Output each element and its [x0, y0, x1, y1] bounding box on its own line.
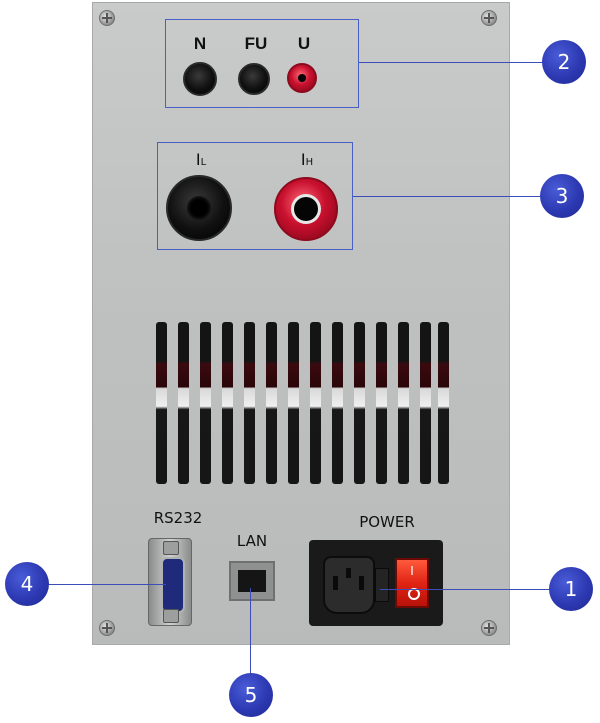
fuse-drawer[interactable]: [375, 568, 389, 602]
voltage-terminal-box: [165, 19, 359, 108]
terminal-label-u: U: [297, 34, 311, 53]
current-terminal-box: [157, 142, 353, 250]
screw-icon: [99, 10, 115, 26]
callout-badge-2: 2: [542, 40, 586, 84]
terminal-label-il: IL: [195, 150, 207, 169]
callout-1-line: [380, 589, 550, 590]
callout-badge-3: 3: [540, 174, 584, 218]
callout-badge-4: 4: [5, 562, 49, 606]
n-terminal-jack[interactable]: [183, 62, 217, 96]
callout-2-line: [359, 62, 543, 63]
terminal-label-n: N: [193, 34, 207, 53]
callout-4-line: [48, 584, 166, 585]
lan-port[interactable]: [229, 561, 275, 601]
screw-icon: [481, 620, 497, 636]
il-terminal-jack[interactable]: [166, 175, 232, 241]
callout-badge-1: 1: [549, 567, 593, 611]
ih-terminal-jack[interactable]: [274, 177, 338, 241]
lan-label: LAN: [236, 532, 268, 550]
fuse-holder[interactable]: [238, 63, 270, 95]
power-label: POWER: [359, 513, 415, 531]
screw-icon: [99, 620, 115, 636]
callout-5-line: [250, 588, 251, 676]
rs232-port[interactable]: [148, 538, 192, 626]
u-terminal-jack[interactable]: [287, 63, 317, 93]
power-inlet-module: I: [309, 540, 443, 626]
rs232-label: RS232: [153, 509, 203, 527]
power-switch[interactable]: I: [395, 558, 429, 608]
callout-3-line: [353, 196, 541, 197]
iec-power-inlet[interactable]: [323, 556, 375, 614]
screw-icon: [481, 10, 497, 26]
callout-badge-5: 5: [229, 673, 273, 717]
terminal-label-ih: IH: [300, 150, 314, 169]
terminal-label-fu: FU: [244, 34, 268, 53]
